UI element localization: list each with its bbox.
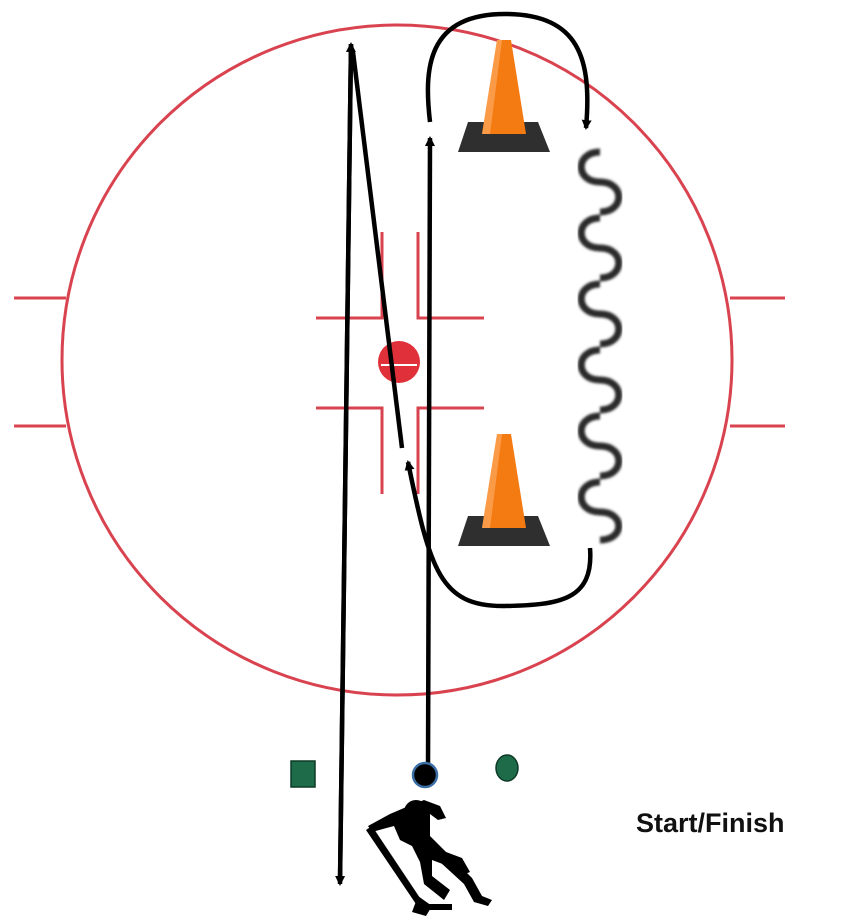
path-up-to-cone bbox=[428, 138, 430, 768]
traffic-cone-icon bbox=[458, 434, 550, 546]
start-finish-label: Start/Finish bbox=[636, 808, 785, 839]
marker-square bbox=[291, 761, 315, 787]
faceoff-circle-group bbox=[14, 25, 785, 695]
puck-dot bbox=[413, 763, 437, 787]
path-diagonal bbox=[353, 52, 402, 448]
path-down-long bbox=[340, 44, 351, 884]
marker-circle bbox=[496, 755, 518, 781]
faceoff-dot bbox=[378, 341, 420, 383]
crossover-skating-icon bbox=[562, 148, 634, 548]
hockey-player-icon bbox=[366, 800, 492, 916]
